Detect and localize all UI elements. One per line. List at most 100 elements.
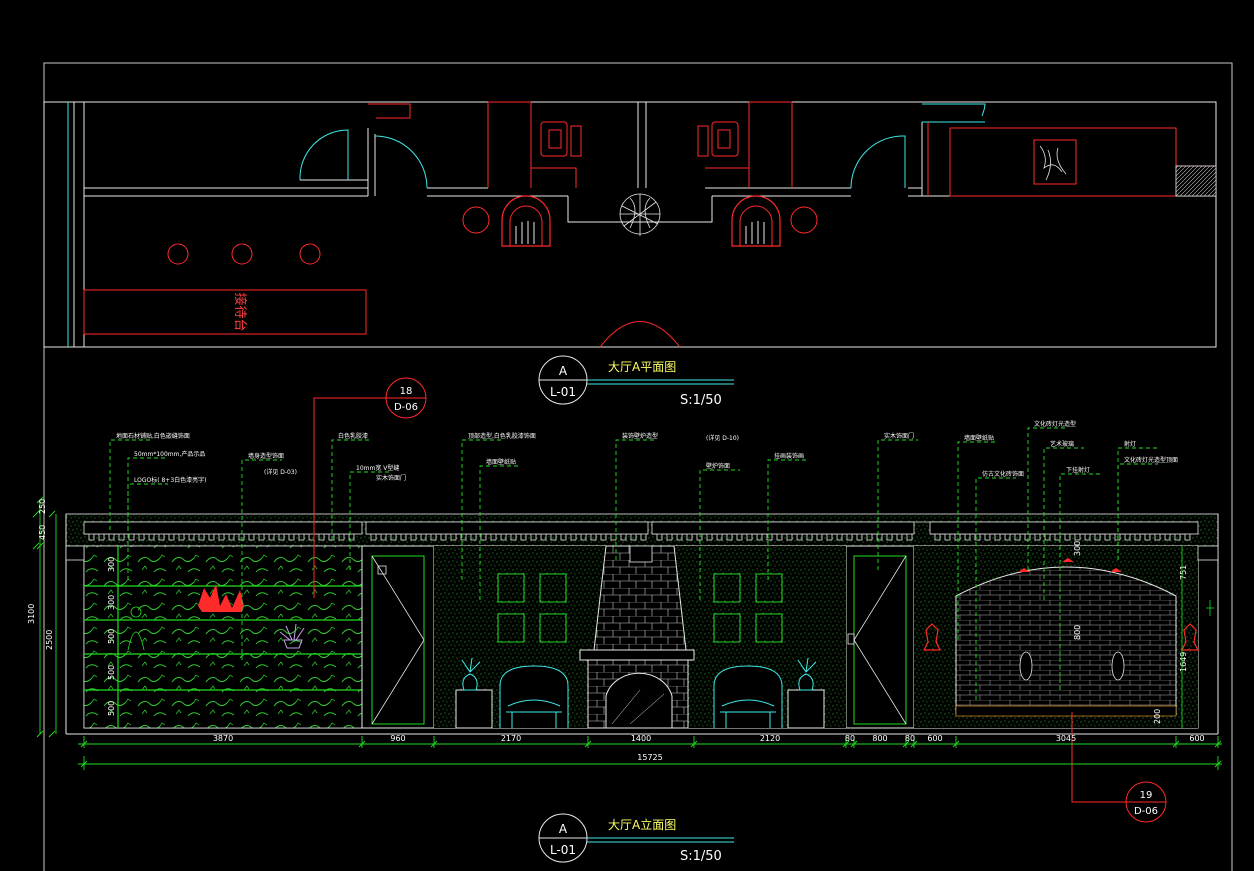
cornice-segment	[83, 521, 363, 535]
elev-door-right	[845, 545, 915, 729]
plan-door-arc-1	[299, 129, 349, 181]
plan-armchair-right	[731, 195, 781, 247]
shelf-dim: 500	[107, 665, 116, 680]
callout-18[interactable]: 18 D-06	[313, 377, 427, 598]
annotation-text: 挂画装饰画	[774, 452, 804, 460]
counter-label: 接待台	[232, 292, 248, 331]
elev-cornice	[83, 521, 1199, 541]
vdim-2500: 2500	[45, 630, 54, 650]
cornice-dentil	[84, 533, 355, 541]
right-dim-751: 751	[1179, 565, 1188, 580]
drawing-border	[43, 62, 1233, 871]
callout-18-sheet: D-06	[394, 402, 418, 413]
annotation-text: 文化砖灯光造型顶面	[1124, 456, 1178, 464]
leader-line	[349, 471, 390, 570]
elev-wall-sconce	[1181, 623, 1199, 651]
right-dim-1649: 1649	[1179, 652, 1188, 672]
annotation-text: 仿古文化砖饰面	[982, 470, 1024, 478]
plan-door-arc-3	[850, 135, 906, 189]
shelf-dim: 500	[107, 629, 116, 644]
dim-label: 800	[872, 734, 887, 743]
plan-desk-left	[487, 101, 577, 188]
annotation-text: 墙身造型饰面	[248, 452, 284, 460]
annotation-text: 射灯	[1124, 440, 1136, 448]
elev-wall-frames-left	[497, 573, 567, 643]
dim-label: 600	[927, 734, 942, 743]
elev-dimension-lines	[39, 500, 1222, 765]
plan-stool	[231, 243, 253, 265]
elev-fireplace	[579, 545, 695, 729]
annotation-text: (详见 D-10)	[706, 434, 739, 442]
annotation-text: 实木饰面门	[376, 474, 406, 482]
leader-line	[461, 439, 502, 580]
shelf-dim: 500	[107, 701, 116, 716]
elev-side-table-left	[455, 657, 493, 729]
elev-annotation-leaders	[109, 427, 1158, 700]
dim-tick	[48, 510, 56, 518]
dim-tick	[36, 730, 44, 738]
callout-18-number: 18	[400, 386, 413, 397]
leader-line	[957, 441, 998, 640]
plan-stool	[299, 243, 321, 265]
dim-label: 3870	[213, 734, 233, 743]
vdim-250: 250	[38, 499, 47, 514]
annotation-text: 地面石材铺贴,白色嵌缝饰面	[116, 432, 190, 440]
plan-reception-counter: 接待台	[83, 289, 367, 335]
dim-tick	[32, 510, 40, 518]
elev-armchair-left	[499, 665, 569, 728]
elev-right-dimensions: 751 1649 200 300 800	[1073, 541, 1214, 728]
plan-stool	[167, 243, 189, 265]
annotation-text: 墙面壁纸贴	[964, 434, 994, 442]
plan-scale: S:1/50	[680, 393, 722, 408]
overall-dimension: 15725	[637, 753, 662, 762]
elev-bubble-sheet: L-01	[550, 843, 576, 857]
elev-wall-sconce	[923, 623, 941, 651]
elevation-scale: S:1/50	[680, 849, 722, 864]
plan-door-arc-2	[374, 135, 428, 189]
annotation-text: 壁炉饰面	[706, 462, 730, 470]
cornice-segment	[651, 521, 915, 535]
dim-label: 3045	[1056, 734, 1076, 743]
leader-line	[975, 477, 1016, 700]
cornice-segment	[365, 521, 649, 535]
leader-line	[1059, 473, 1100, 690]
plan-stool	[462, 206, 490, 234]
elev-side-table-right	[787, 657, 825, 729]
elev-dimension-ticks	[32, 496, 1222, 770]
dim-label: 80	[845, 734, 855, 743]
annotation-text: 白色乳胶漆	[338, 432, 368, 440]
elev-shelf-figurine	[127, 606, 145, 651]
elev-brick-arch	[955, 558, 1177, 717]
annotation-text: 装饰壁炉造型	[622, 432, 658, 440]
elev-shelf-dimensions: 300 300 500 500 500	[107, 557, 116, 716]
elev-door-left	[361, 545, 435, 729]
plan-bubble-letter: A	[559, 364, 568, 378]
dim-label: 2120	[760, 734, 780, 743]
shelf-dim: 300	[107, 557, 116, 572]
elevation-title-block: A L-01 大厅A立面图 S:1/50	[538, 813, 734, 864]
dim-tick	[32, 542, 40, 550]
elev-logo-sign	[198, 584, 244, 612]
right-dim-200: 200	[1153, 709, 1162, 724]
fireplace-opening	[605, 672, 673, 729]
annotation-text: 艺术玻璃	[1050, 440, 1074, 448]
dim-tick	[36, 542, 44, 550]
plan-chair-left	[540, 121, 582, 157]
callout-19[interactable]: 19 D-06	[1071, 712, 1167, 823]
plan-title: 大厅A平面图	[608, 360, 676, 374]
shelf-dim: 300	[107, 595, 116, 610]
leader-line	[877, 439, 918, 570]
elev-armchair-right	[713, 665, 783, 728]
elevation-title: 大厅A立面图	[608, 817, 676, 832]
leader-line	[127, 483, 168, 580]
dim-tick	[36, 496, 44, 504]
center-dim-800: 800	[1073, 625, 1082, 640]
dim-label: 1400	[631, 734, 651, 743]
vdim-450: 450	[38, 525, 47, 540]
dim-label: 960	[390, 734, 405, 743]
plan-bubble-sheet: L-01	[550, 385, 576, 399]
annotation-text: 墙面壁纸贴	[486, 458, 516, 466]
annotation-text: 顶部造型,白色乳胶漆饰面	[468, 432, 536, 440]
annotation-text: (详见 D-03)	[264, 468, 297, 476]
